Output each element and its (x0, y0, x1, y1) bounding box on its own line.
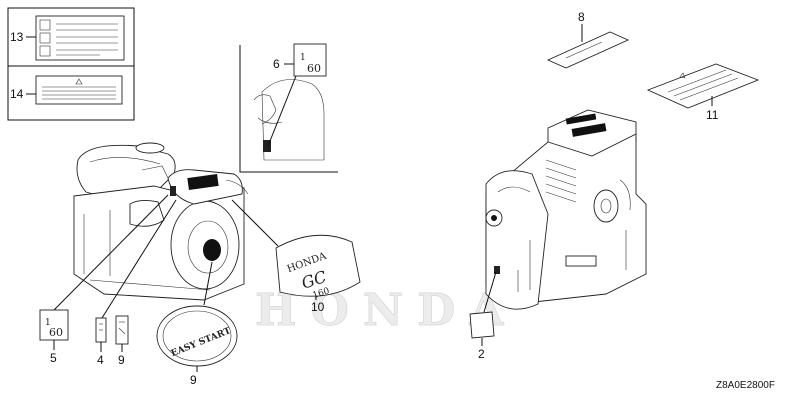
label-8 (115, 315, 129, 345)
label-7 (546, 31, 630, 69)
label-4 (95, 317, 107, 343)
label-2 (469, 311, 495, 339)
callout-8: 9 (118, 353, 125, 367)
callout-4: 4 (97, 353, 104, 367)
svg-text:60: 60 (307, 62, 321, 75)
label-11 (646, 63, 760, 109)
callout-13: 13 (10, 30, 24, 44)
emblem-9: HONDA GC 160 (275, 234, 361, 301)
callout-7: 8 (578, 10, 585, 24)
label-5: 1 60 (39, 309, 69, 341)
label-6: 1 60 (293, 43, 327, 77)
callout-11: 11 (706, 108, 719, 122)
callout-14: 14 (10, 87, 24, 101)
callout-6: 6 (273, 57, 280, 71)
inset-box-labels: 13 14 (7, 7, 135, 121)
caution-label-14 (35, 75, 123, 105)
svg-text:1: 1 (300, 53, 306, 63)
diagram-code: Z8A0E2800F (716, 380, 775, 391)
callout-9: 10 (311, 300, 325, 314)
svg-text:1: 1 (45, 318, 51, 328)
engine-right (485, 109, 647, 310)
callout-5: 5 (50, 351, 57, 365)
emblem-10: EASY START (156, 305, 238, 367)
callout-10: 9 (190, 373, 197, 387)
engine-left (73, 142, 249, 301)
callout-2: 2 (478, 347, 485, 361)
svg-text:60: 60 (49, 326, 63, 339)
caution-label-13 (35, 15, 125, 61)
inset-detail-label-6: 1 60 6 (239, 43, 338, 173)
